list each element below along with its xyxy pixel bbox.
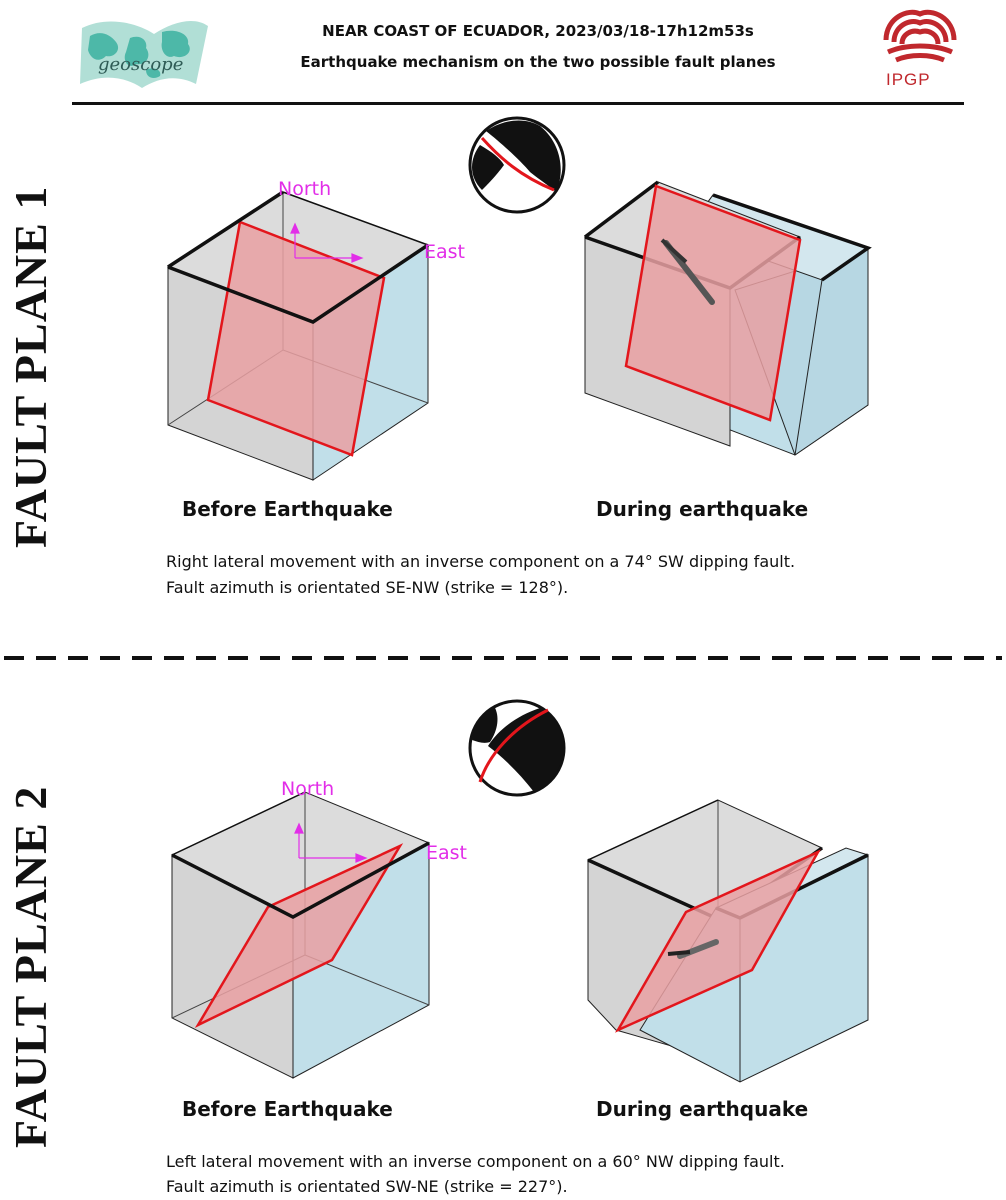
description-2-line-2: Fault azimuth is orientated SW-NE (strik… <box>166 1177 568 1196</box>
geoscope-logo-text: geoscope <box>98 54 184 75</box>
page-title: NEAR COAST OF ECUADOR, 2023/03/18-17h12m… <box>322 22 754 40</box>
geoscope-globe-icon <box>80 20 208 88</box>
focal-mechanism-2-icon <box>468 699 566 797</box>
header-rule <box>72 102 964 105</box>
before-caption-2: Before Earthquake <box>182 1097 393 1121</box>
before-block-2 <box>170 791 431 1079</box>
during-caption-1: During earthquake <box>596 497 809 521</box>
ipgp-logo: IPGP <box>878 4 962 94</box>
page-subtitle: Earthquake mechanism on the two possible… <box>300 53 776 71</box>
compass-arrows-2 <box>294 822 368 863</box>
description-1-line-2: Fault azimuth is orientated SE-NW (strik… <box>166 578 569 597</box>
geoscope-logo: geoscope <box>76 14 212 94</box>
ipgp-emblem-icon <box>883 9 957 63</box>
during-block-1 <box>583 180 872 456</box>
east-label-2: East <box>426 842 467 864</box>
description-2-line-1: Left lateral movement with an inverse co… <box>166 1152 785 1171</box>
during-caption-2: During earthquake <box>596 1097 809 1121</box>
panel-separator <box>4 656 1002 660</box>
during-block-2 <box>586 799 870 1083</box>
east-label-1: East <box>424 241 465 263</box>
ipgp-logo-text: IPGP <box>886 70 931 89</box>
north-label-1: North <box>278 178 331 200</box>
compass-arrows-1 <box>290 222 364 263</box>
before-block-1 <box>166 190 430 481</box>
north-label-2: North <box>281 778 334 800</box>
focal-mechanism-1-icon <box>468 116 566 214</box>
description-1-line-1: Right lateral movement with an inverse c… <box>166 552 796 571</box>
before-caption-1: Before Earthquake <box>182 497 393 521</box>
